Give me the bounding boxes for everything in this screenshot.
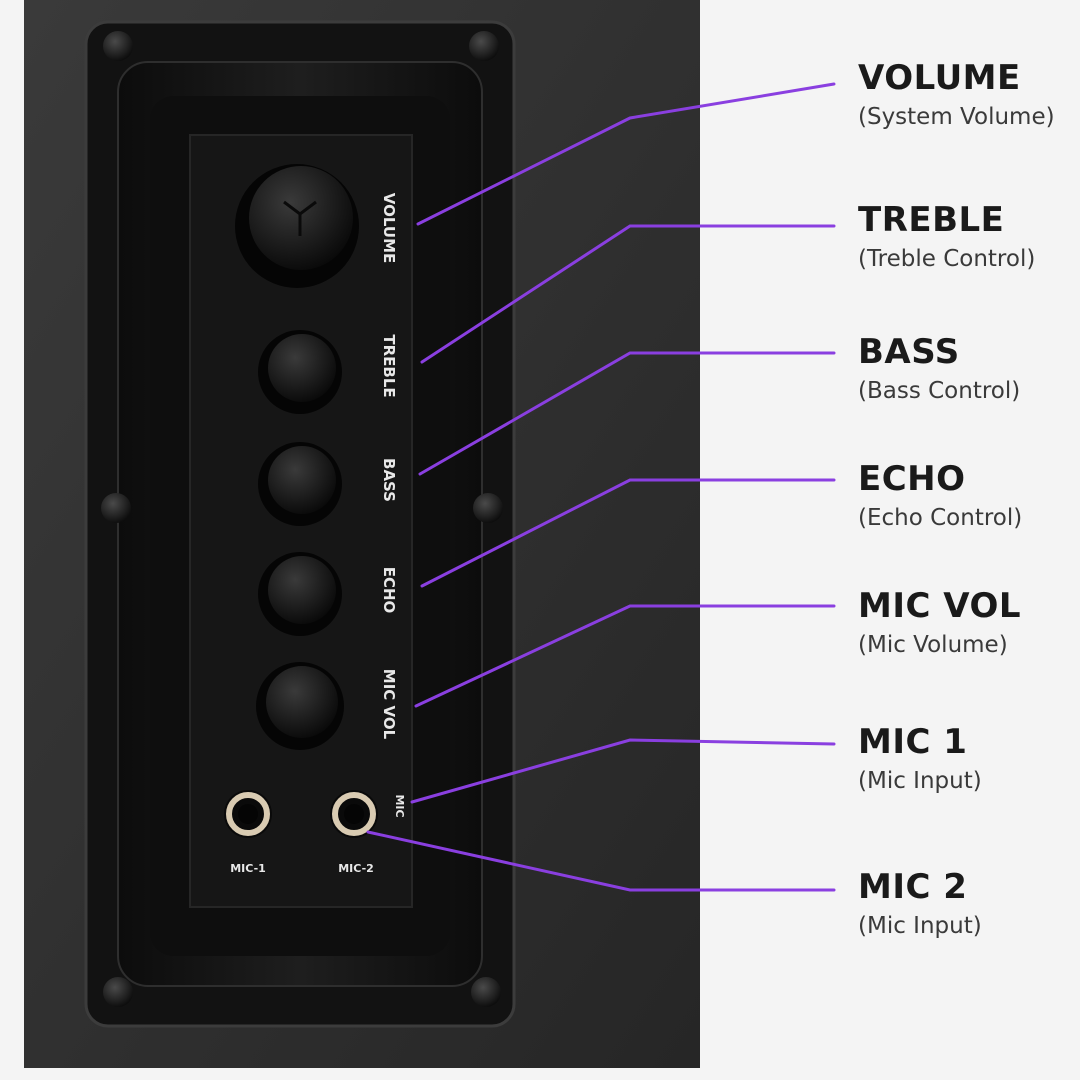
jack-label-mic-1: MIC-1 [230,862,266,875]
panel-label-bass: BASS [380,458,398,502]
callout-subtitle: (System Volume) [858,104,1055,130]
callout-title: TREBLE [858,200,1005,240]
mic-vol-knob[interactable] [256,662,344,750]
screw [101,493,131,523]
screw [473,493,503,523]
callout-volume: VOLUME (System Volume) [858,58,1080,132]
screw [471,977,501,1007]
volume-knob[interactable] [235,164,359,288]
callout-title: BASS [858,332,960,372]
callout-treble: TREBLE (Treble Control) [858,200,1080,274]
callout-subtitle: (Echo Control) [858,505,1023,531]
callout-title: MIC 2 [858,867,968,907]
callout-echo: ECHO (Echo Control) [858,459,1080,533]
leader-line-mic-2 [366,830,836,892]
panel-label-volume: VOLUME [380,193,398,263]
panel-label-echo: ECHO [380,567,398,614]
screw [103,31,133,61]
panel-label-mic-vol: MIC VOL [380,669,398,740]
callout-subtitle: (Bass Control) [858,378,1021,404]
echo-knob[interactable] [258,552,342,636]
callout-mic-vol: MIC VOL (Mic Volume) [858,586,1080,660]
callout-mic-1: MIC 1 (Mic Input) [858,722,1080,796]
jack-label-mic-2: MIC-2 [338,862,374,875]
screw [469,31,499,61]
bass-knob[interactable] [258,442,342,526]
leader-line-echo [420,478,836,588]
callout-subtitle: (Mic Volume) [858,632,1008,658]
leader-line-bass [418,351,836,476]
callout-subtitle: (Mic Input) [858,913,982,939]
leader-line-mic-vol [414,604,836,708]
callout-title: ECHO [858,459,966,499]
callout-bass: BASS (Bass Control) [858,332,1080,406]
callout-subtitle: (Treble Control) [858,246,1036,272]
callout-subtitle: (Mic Input) [858,768,982,794]
leader-lines [366,82,836,892]
callout-title: MIC VOL [858,586,1022,626]
leader-line-volume [416,82,836,226]
callout-mic-2: MIC 2 (Mic Input) [858,867,1080,941]
screw [103,977,133,1007]
mic-1-jack[interactable] [224,790,272,838]
panel-label-treble: TREBLE [380,334,398,397]
treble-knob[interactable] [258,330,342,414]
screw-group [101,31,503,1007]
mic-2-jack[interactable] [330,790,378,838]
leader-line-treble [420,224,836,364]
leader-line-mic-1 [410,738,836,804]
callout-title: VOLUME [858,58,1021,98]
panel-label-mic: MIC [393,794,406,817]
callout-title: MIC 1 [858,722,968,762]
